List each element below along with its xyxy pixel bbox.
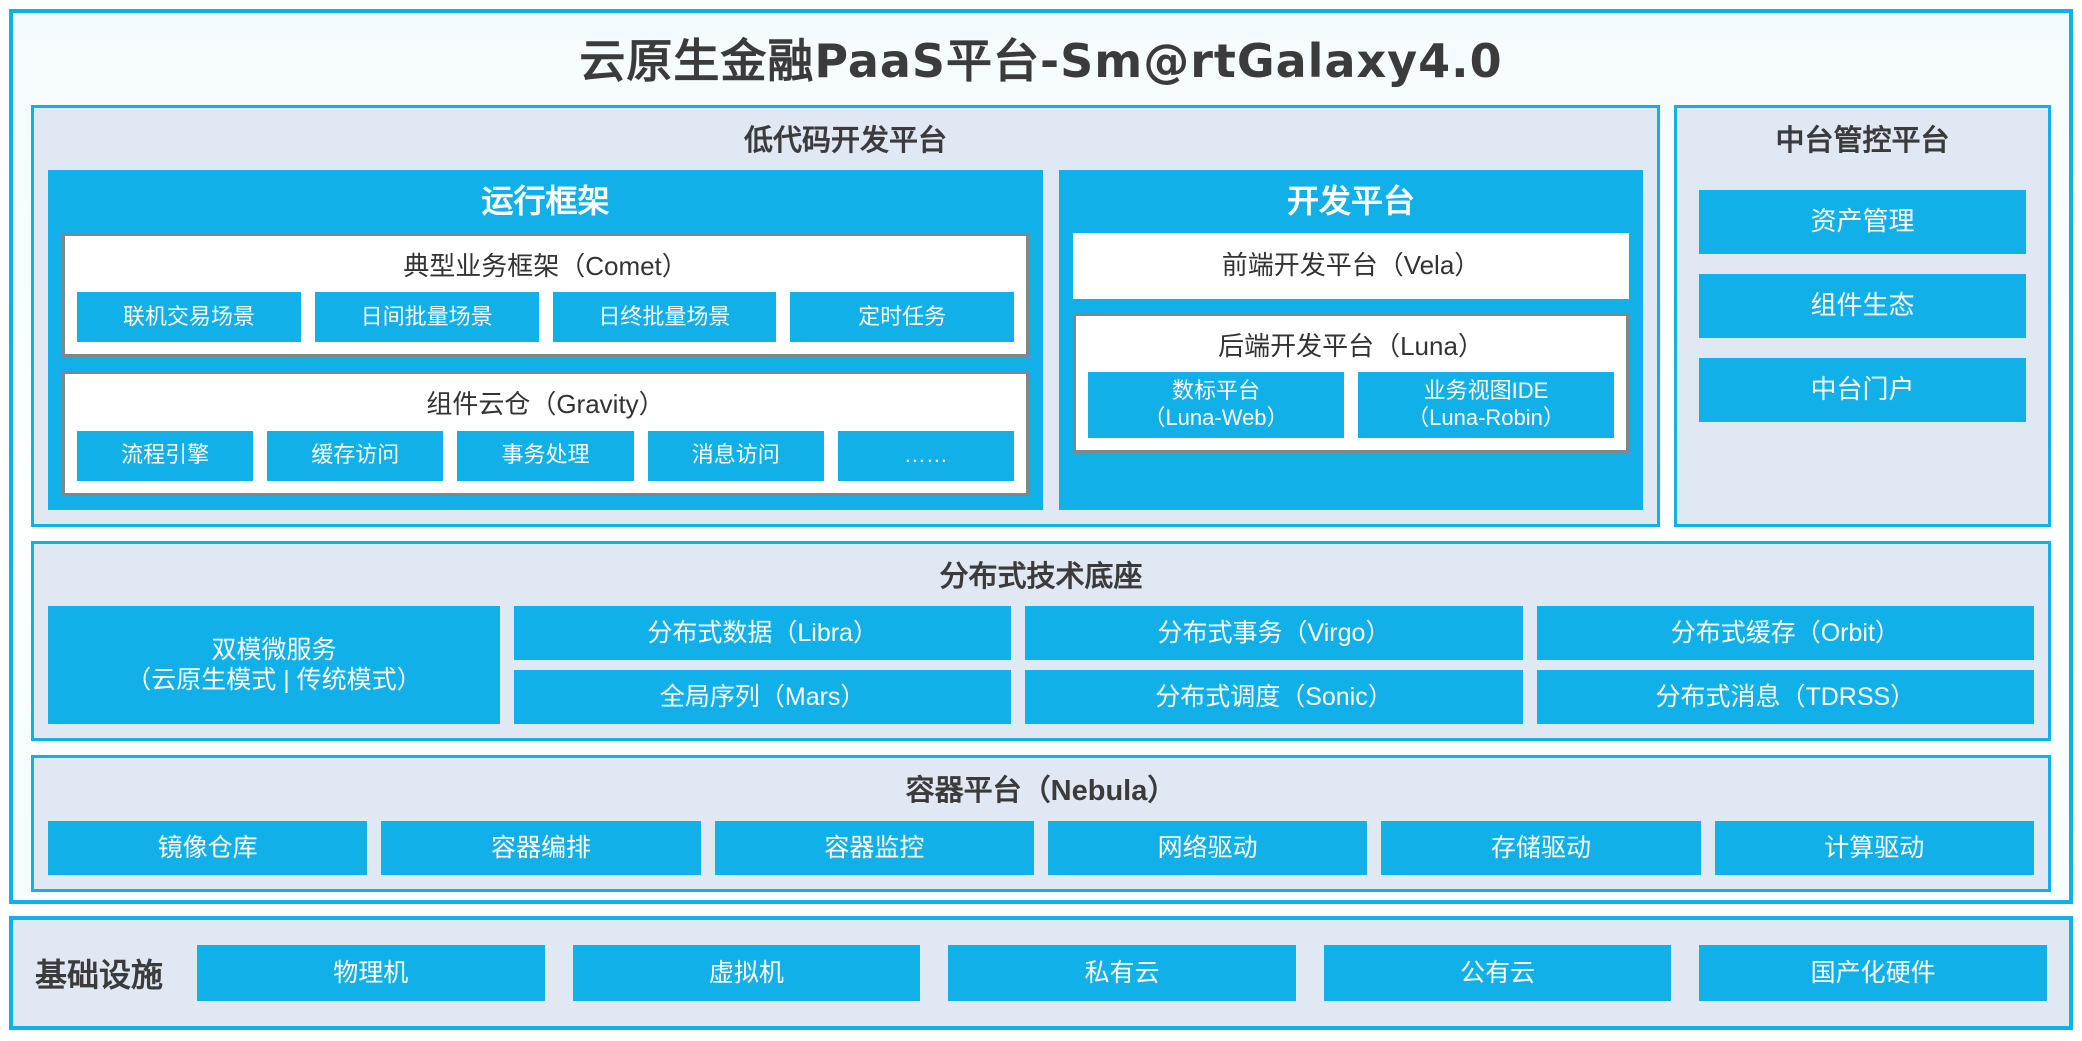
infrastructure-label: 基础设施 [35,957,164,993]
luna-item-web-line1: 数标平台 [1171,378,1260,404]
comet-item[interactable]: 日间批量场景 [314,292,539,343]
container-item-storage-driver[interactable]: 存储驱动 [1381,821,1701,876]
main-frame: 云原生金融PaaS平台-Sm@rtGalaxy4.0 低代码开发平台 运行框架 … [9,9,2073,904]
comet-item[interactable]: 日终批量场景 [552,292,777,343]
infrastructure-items: 物理机 虚拟机 私有云 公有云 国产化硬件 [197,945,2047,1001]
comet-card: 典型业务框架（Comet） 联机交易场景 日间批量场景 日终批量场景 定时任务 [62,232,1029,358]
infra-item-private-cloud[interactable]: 私有云 [948,945,1296,1001]
container-item-compute-driver[interactable]: 计算驱动 [1714,821,2034,876]
luna-item-robin-line2: （Luna-Robin） [1407,405,1565,431]
infra-item-physical-machine[interactable]: 物理机 [197,945,545,1001]
vela-card[interactable]: 前端开发平台（Vela） [1073,232,1629,299]
comet-title: 典型业务框架（Comet） [403,250,688,281]
midplatform-item-asset[interactable]: 资产管理 [1699,190,2026,255]
distributed-column-3: 分布式缓存（Orbit） 分布式消息（TDRSS） [1536,606,2034,725]
infra-item-virtual-machine[interactable]: 虚拟机 [572,945,921,1001]
runtime-framework-block: 运行框架 典型业务框架（Comet） 联机交易场景 日间批量场景 日终批量场景 … [48,170,1043,510]
lowcode-platform-panel: 低代码开发平台 运行框架 典型业务框架（Comet） 联机交易场景 日间批量场景… [31,104,1660,527]
dist-item-libra[interactable]: 分布式数据（Libra） [514,606,1012,661]
gravity-item[interactable]: 流程引擎 [77,430,254,481]
dist-item-virgo[interactable]: 分布式事务（Virgo） [1025,606,1523,661]
comet-item[interactable]: 定时任务 [790,292,1014,343]
dist-item-sonic[interactable]: 分布式调度（Sonic） [1025,670,1523,725]
microservice-line1: 双模微服务 [211,635,337,664]
distributed-base-grid: 双模微服务 （云原生模式 | 传统模式） 分布式数据（Libra） 全局序列（M… [48,606,2034,725]
gravity-item[interactable]: 事务处理 [457,430,634,481]
dist-item-orbit[interactable]: 分布式缓存（Orbit） [1536,606,2034,661]
container-platform-row: 镜像仓库 容器编排 容器监控 网络驱动 存储驱动 计算驱动 [48,821,2034,876]
lowcode-platform-body: 运行框架 典型业务框架（Comet） 联机交易场景 日间批量场景 日终批量场景 … [48,170,1643,510]
runtime-framework-title: 运行框架 [481,183,610,220]
infrastructure-bar: 基础设施 物理机 虚拟机 私有云 公有云 国产化硬件 [9,916,2073,1030]
container-platform-title: 容器平台（Nebula） [905,775,1177,808]
midplatform-item-portal[interactable]: 中台门户 [1699,358,2026,423]
container-item-orchestration[interactable]: 容器编排 [381,821,701,876]
luna-item-robin-line1: 业务视图IDE [1423,378,1549,404]
microservice-block[interactable]: 双模微服务 （云原生模式 | 传统模式） [48,606,500,725]
gravity-item[interactable]: 缓存访问 [267,430,444,481]
midplatform-item-component[interactable]: 组件生态 [1699,274,2026,339]
container-platform-panel: 容器平台（Nebula） 镜像仓库 容器编排 容器监控 网络驱动 存储驱动 计算… [31,755,2051,893]
midplatform-panel: 中台管控平台 资产管理 组件生态 中台门户 [1674,104,2051,527]
development-platform-title: 开发平台 [1286,183,1415,220]
development-platform-block: 开发平台 前端开发平台（Vela） 后端开发平台（Luna） 数标平台 （Lun… [1059,170,1643,510]
comet-item-row: 联机交易场景 日间批量场景 日终批量场景 定时任务 [77,292,1014,343]
infra-item-public-cloud[interactable]: 公有云 [1323,945,1672,1001]
container-item-monitoring[interactable]: 容器监控 [714,821,1034,876]
gravity-item-ellipsis[interactable]: …… [837,430,1015,481]
gravity-item-row: 流程引擎 缓存访问 事务处理 消息访问 …… [77,430,1015,481]
lowcode-platform-title: 低代码开发平台 [743,124,947,157]
comet-item[interactable]: 联机交易场景 [77,292,301,343]
container-item-network-driver[interactable]: 网络驱动 [1047,821,1368,876]
dist-item-mars[interactable]: 全局序列（Mars） [514,670,1012,725]
gravity-item[interactable]: 消息访问 [647,430,824,481]
luna-item-web-line2: （Luna-Web） [1143,405,1289,431]
luna-title: 后端开发平台（Luna） [1218,330,1484,361]
microservice-line2: （云原生模式 | 传统模式） [126,666,422,695]
distributed-base-title: 分布式技术底座 [939,560,1143,593]
luna-item-web[interactable]: 数标平台 （Luna-Web） [1088,372,1344,439]
dist-item-tdrss[interactable]: 分布式消息（TDRSS） [1536,670,2034,725]
distributed-column-1: 分布式数据（Libra） 全局序列（Mars） [514,606,1012,725]
luna-item-row: 数标平台 （Luna-Web） 业务视图IDE （Luna-Robin） [1088,372,1614,439]
gravity-title: 组件云仓（Gravity） [426,389,665,420]
distributed-column-2: 分布式事务（Virgo） 分布式调度（Sonic） [1025,606,1523,725]
page-title: 云原生金融PaaS平台-Sm@rtGalaxy4.0 [579,34,1503,88]
vela-title: 前端开发平台（Vela） [1221,250,1481,281]
gravity-card: 组件云仓（Gravity） 流程引擎 缓存访问 事务处理 消息访问 …… [62,371,1029,496]
midplatform-title: 中台管控平台 [1775,124,1950,157]
distributed-base-panel: 分布式技术底座 双模微服务 （云原生模式 | 传统模式） 分布式数据（Libra… [31,540,2051,742]
container-item-image-registry[interactable]: 镜像仓库 [48,821,368,876]
top-row: 低代码开发平台 运行框架 典型业务框架（Comet） 联机交易场景 日间批量场景… [31,104,2051,527]
infra-item-domestic-hardware[interactable]: 国产化硬件 [1699,945,2047,1001]
luna-item-robin[interactable]: 业务视图IDE （Luna-Robin） [1358,372,1614,439]
luna-card: 后端开发平台（Luna） 数标平台 （Luna-Web） 业务视图IDE （Lu… [1073,312,1629,454]
microservice-column: 双模微服务 （云原生模式 | 传统模式） [48,606,500,725]
